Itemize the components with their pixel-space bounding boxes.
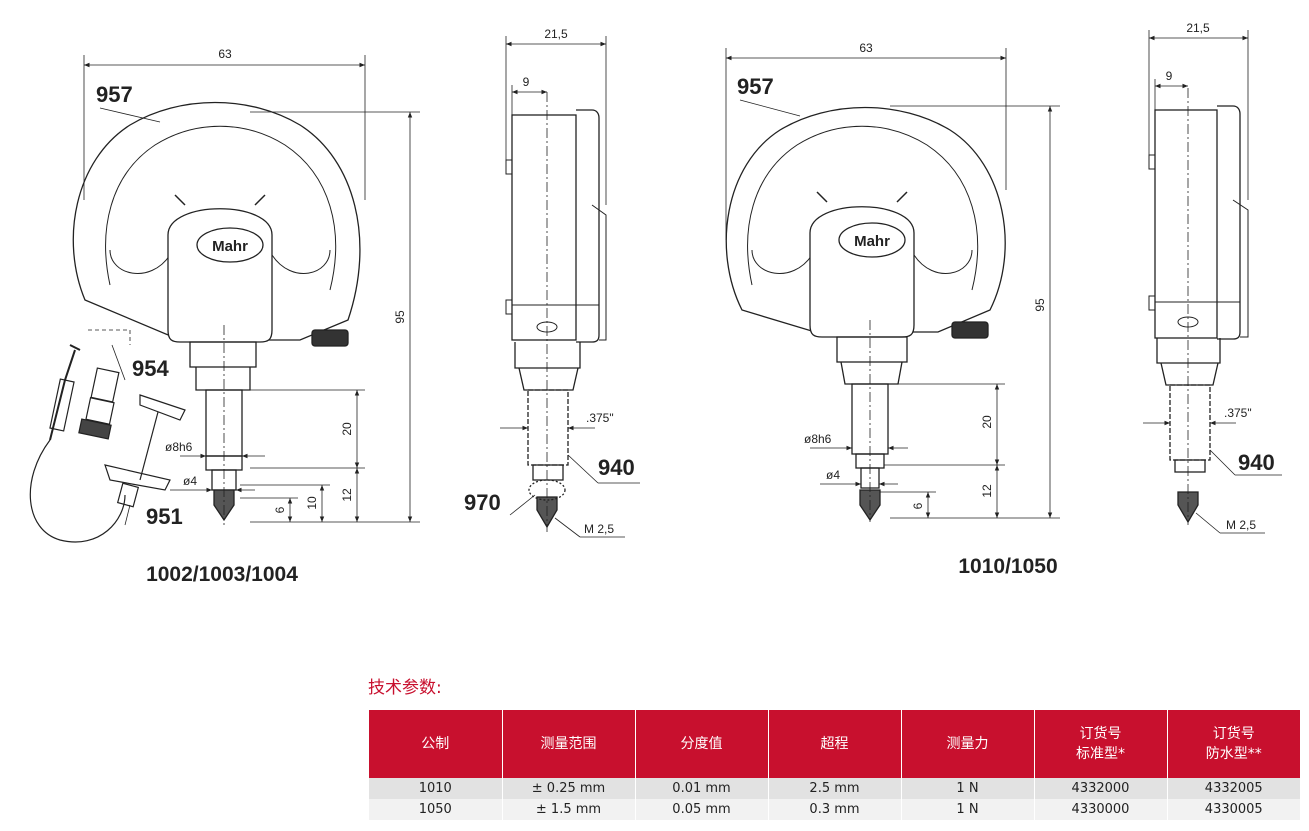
side-view-left xyxy=(505,92,607,532)
gauge-body-left xyxy=(167,208,273,343)
col-header-order-standard: 订货号标准型* xyxy=(1034,710,1168,778)
dimension-labels-right: 63 95 20 12 6 ø8h6 ø4 957 Mahr 1010/1050 xyxy=(737,41,1058,578)
dim-height-left: 95 xyxy=(393,310,407,324)
gauge-case-left xyxy=(72,101,361,341)
cell-order-waterproof: 4330005 xyxy=(1167,799,1300,820)
col-header-overtravel: 超程 xyxy=(768,710,902,778)
cell-force: 1 N xyxy=(901,799,1035,820)
col-header-range: 测量范围 xyxy=(502,710,636,778)
cell-overtravel: 2.5 mm xyxy=(768,778,902,799)
dim-width-left: 63 xyxy=(218,47,232,61)
table-row: 1010 ± 0.25 mm 0.01 mm 2.5 mm 1 N 433200… xyxy=(369,778,1300,799)
side-shank-right xyxy=(1169,384,1211,461)
dimensions-side-right xyxy=(1143,30,1282,534)
dim-shank-right: ø8h6 xyxy=(804,432,832,446)
dim-12-right: 12 xyxy=(980,484,994,498)
thread-left: M 2,5 xyxy=(584,522,614,536)
adjust-knob-left xyxy=(311,329,349,347)
dim-6-left: 6 xyxy=(273,506,287,513)
mahr-logo-right: Mahr xyxy=(854,233,890,250)
ref-957-left: 957 xyxy=(96,82,133,107)
adapter-knob-954 xyxy=(78,418,112,440)
thread-right: M 2,5 xyxy=(1226,518,1256,532)
spec-table: 公制 测量范围 分度值 超程 测量力 订货号标准型* 订货号防水型** 1010… xyxy=(369,710,1300,820)
side-view-right xyxy=(1148,88,1249,525)
cable-release-951 xyxy=(29,439,126,543)
gauge-case-right xyxy=(725,106,1006,333)
gauge-inner-ring-left xyxy=(105,125,337,291)
col-header-metric: 公制 xyxy=(369,710,503,778)
dim-9-left: 9 xyxy=(523,75,530,89)
cell-range: ± 1.5 mm xyxy=(502,799,636,820)
dim-12-left: 12 xyxy=(340,488,354,502)
side-shank-left xyxy=(527,389,569,466)
dim-6-right: 6 xyxy=(911,502,925,509)
logo-oval-left xyxy=(196,227,264,263)
dim-height-right: 95 xyxy=(1033,298,1047,312)
front-view-right xyxy=(725,106,1006,522)
cell-graduation: 0.05 mm xyxy=(635,799,769,820)
model-label-right: 1010/1050 xyxy=(958,555,1057,578)
col-header-graduation: 分度值 xyxy=(635,710,769,778)
side-case-left xyxy=(511,114,577,341)
ref-957-right: 957 xyxy=(737,74,774,99)
model-label-left: 1002/1003/1004 xyxy=(146,563,298,586)
cell-order-standard: 4332000 xyxy=(1034,778,1168,799)
dim-375-left: .375" xyxy=(586,411,614,425)
dimension-labels-side-right: 21,5 9 .375" 940 M 2,5 xyxy=(1166,21,1275,532)
table-row: 1050 ± 1.5 mm 0.05 mm 0.3 mm 1 N 4330000… xyxy=(369,799,1300,820)
dimensions-right xyxy=(725,48,1060,519)
dim-10-left: 10 xyxy=(305,496,319,510)
cell-order-waterproof: 4332005 xyxy=(1167,778,1300,799)
ref-970-marker xyxy=(528,479,566,501)
cell-metric: 1050 xyxy=(369,799,503,820)
dimension-labels-side-left: 21,5 9 .375" 940 970 M 2,5 xyxy=(464,27,635,536)
gauge-body-right xyxy=(809,206,915,338)
dim-depth-right: 21,5 xyxy=(1186,21,1210,35)
ref-970: 970 xyxy=(464,490,501,515)
ref-954: 954 xyxy=(132,356,169,381)
dim-spindle-right: ø4 xyxy=(826,468,840,482)
dim-20-left: 20 xyxy=(340,422,354,436)
dim-depth-left: 21,5 xyxy=(544,27,568,41)
cell-metric: 1010 xyxy=(369,778,503,799)
dim-shank-left: ø8h6 xyxy=(165,440,193,454)
ref-940-left: 940 xyxy=(598,455,635,480)
col-header-order-waterproof: 订货号防水型** xyxy=(1167,710,1300,778)
dim-20-right: 20 xyxy=(980,415,994,429)
side-case-right xyxy=(1154,109,1218,339)
ref-940-right: 940 xyxy=(1238,450,1275,475)
dim-width-right: 63 xyxy=(859,41,873,55)
cell-overtravel: 0.3 mm xyxy=(768,799,902,820)
col-header-force: 测量力 xyxy=(901,710,1035,778)
ref-951: 951 xyxy=(146,504,183,529)
cell-range: ± 0.25 mm xyxy=(502,778,636,799)
dim-375-right: .375" xyxy=(1224,406,1252,420)
dimension-labels-left: 63 95 20 12 10 6 ø8h6 ø4 957 954 951 Mah… xyxy=(96,47,407,586)
dimensions-left xyxy=(83,55,420,526)
dim-spindle-left: ø4 xyxy=(183,474,197,488)
front-view-left xyxy=(72,101,361,525)
cell-graduation: 0.01 mm xyxy=(635,778,769,799)
mahr-logo-left: Mahr xyxy=(212,238,248,255)
spec-header-row: 公制 测量范围 分度值 超程 测量力 订货号标准型* 订货号防水型** xyxy=(369,710,1300,778)
technical-drawing: 63 95 20 12 10 6 ø8h6 ø4 957 954 951 Mah… xyxy=(29,21,1282,586)
dim-9-right: 9 xyxy=(1166,69,1173,83)
spec-section-title: 技术参数: xyxy=(368,678,442,698)
cell-force: 1 N xyxy=(901,778,1035,799)
adjust-knob-right xyxy=(951,321,989,339)
dimensions-side-left xyxy=(500,36,640,538)
cell-order-standard: 4330000 xyxy=(1034,799,1168,820)
accessories-left xyxy=(29,329,186,543)
